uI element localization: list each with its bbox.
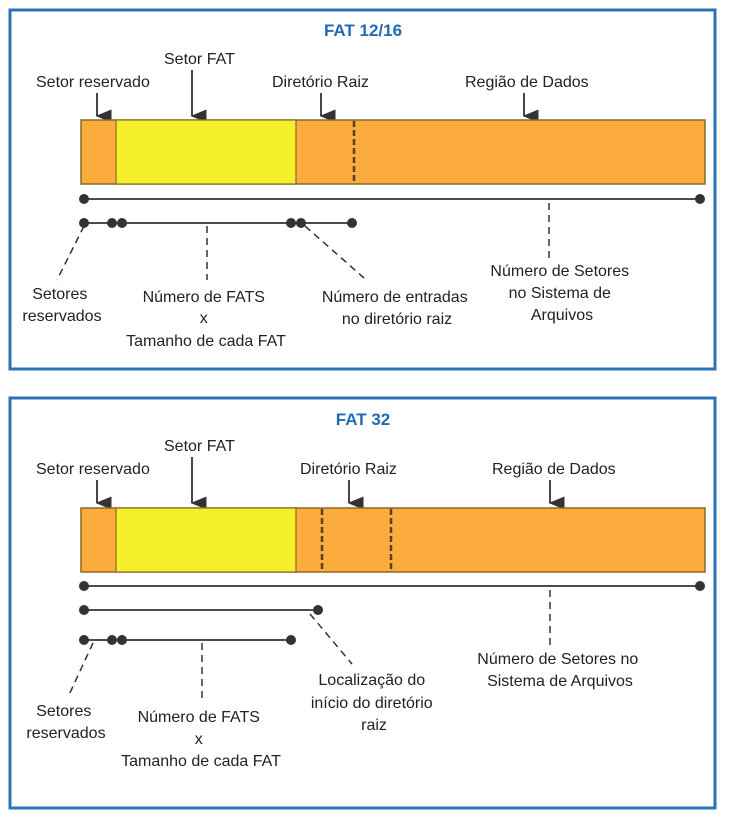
dot	[107, 635, 117, 645]
dot	[117, 635, 127, 645]
dot	[286, 218, 296, 228]
leader-setores-reservados	[67, 642, 94, 698]
dot	[313, 605, 323, 615]
note-setores-reservados: Setores reservados	[22, 286, 101, 325]
dot	[79, 605, 89, 615]
dot	[117, 218, 127, 228]
leader-localizacao-raiz	[309, 613, 353, 665]
panel-frame	[8, 8, 717, 371]
fat-region	[115, 119, 297, 185]
note-localizacao-raiz: Localização do início do diretório raiz	[311, 672, 437, 734]
label-setor-fat: Setor FAT	[164, 438, 235, 455]
leader-entradas-raiz	[304, 225, 365, 279]
label-diretorio-raiz: Diretório Raiz	[300, 461, 397, 478]
note-numero-setores: Número de Setores no Sistema de Arquivos	[477, 651, 642, 690]
label-setor-reservado: Setor reservado	[36, 74, 150, 91]
dot	[79, 194, 89, 204]
note-setores-reservados: Setores reservados	[26, 703, 105, 742]
label-regiao-dados: Região de Dados	[492, 461, 616, 478]
panel-fat-32: FAT 32 Setor reservado Setor FAT Diretór…	[8, 396, 717, 810]
panel-title: FAT 12/16	[324, 21, 402, 40]
note-numero-setores: Número de Setores no Sistema de Arquivos	[490, 263, 633, 324]
label-regiao-dados: Região de Dados	[465, 74, 589, 91]
label-setor-fat: Setor FAT	[164, 51, 235, 68]
note-entradas-raiz: Número de entradas no diretório raiz	[322, 289, 472, 328]
dot	[347, 218, 357, 228]
dot	[107, 218, 117, 228]
dot	[695, 581, 705, 591]
dot	[695, 194, 705, 204]
panel-fat-12-16: FAT 12/16 Setor reservado Setor FAT Dire…	[8, 8, 717, 371]
dot	[79, 218, 89, 228]
label-setor-reservado: Setor reservado	[36, 461, 150, 478]
dot	[79, 581, 89, 591]
label-diretorio-raiz: Diretório Raiz	[272, 74, 369, 91]
fat-region	[115, 507, 297, 573]
leader-setores-reservados	[56, 225, 85, 281]
panel-title: FAT 32	[336, 410, 390, 429]
dot	[286, 635, 296, 645]
dot	[296, 218, 306, 228]
dot	[79, 635, 89, 645]
panel-frame	[8, 396, 717, 810]
note-numero-fats: Número de FATS x Tamanho de cada FAT	[126, 289, 286, 350]
note-numero-fats: Número de FATS x Tamanho de cada FAT	[121, 709, 281, 770]
